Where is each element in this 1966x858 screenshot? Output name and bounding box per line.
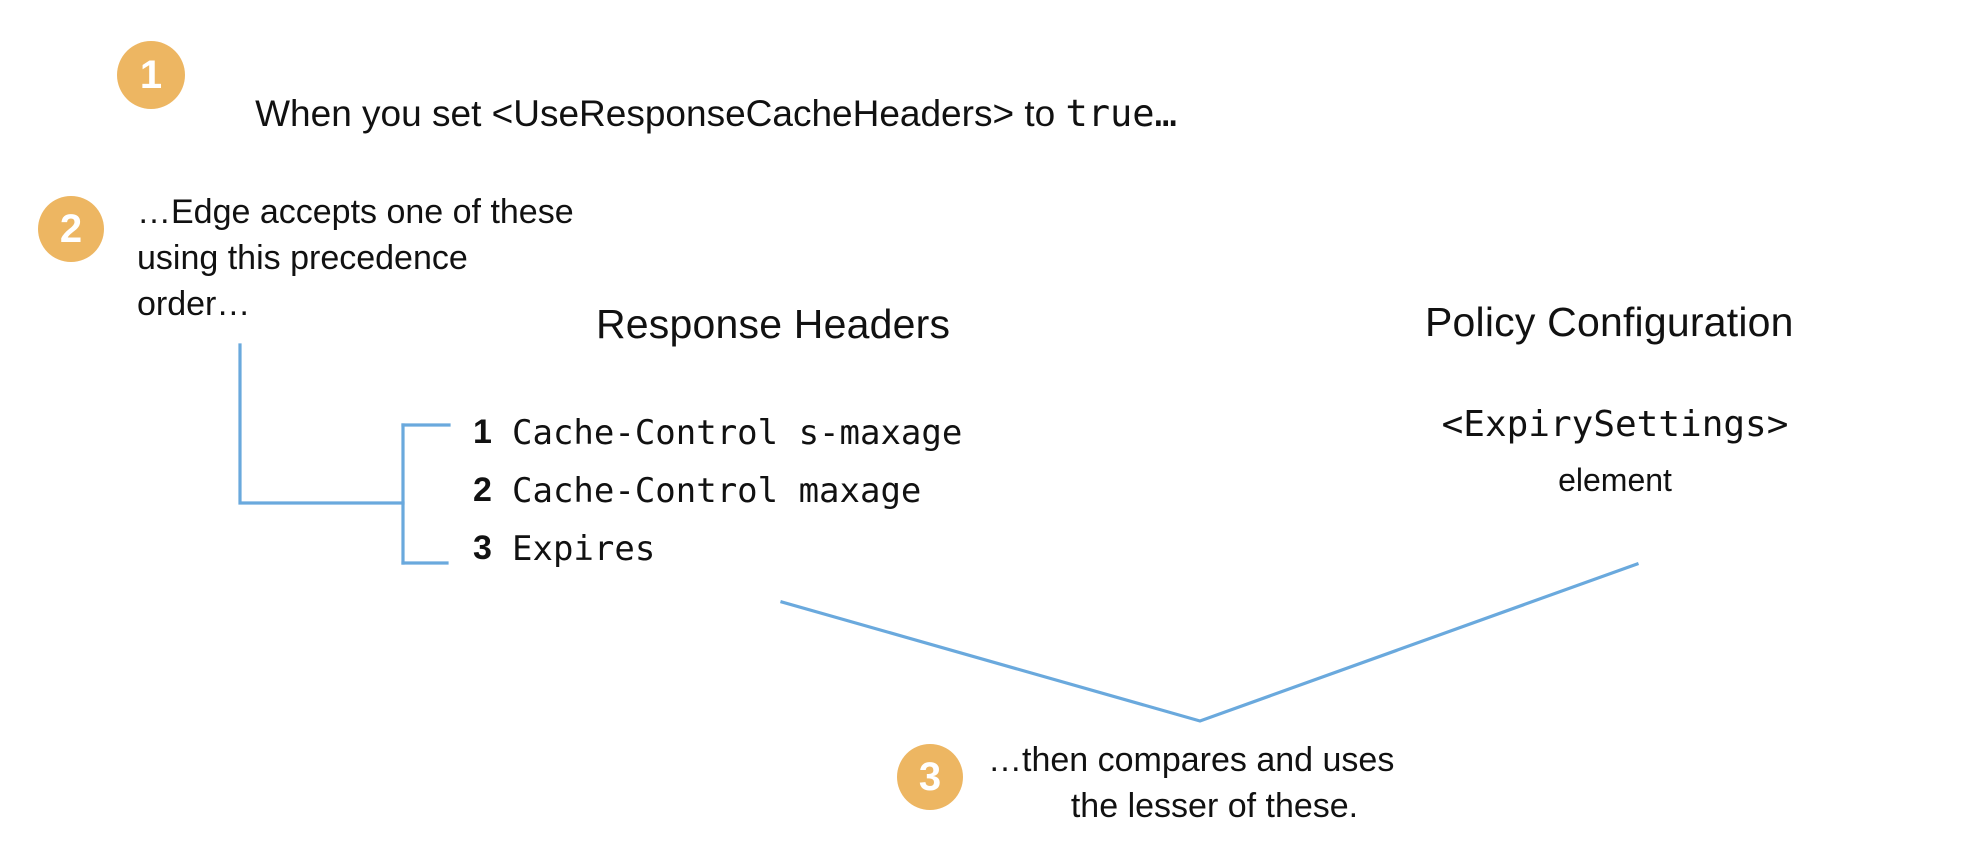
response-header-label-2: Cache-Control maxage xyxy=(512,471,922,511)
step-3-line-2: the lesser of these. xyxy=(1070,787,1359,825)
step-badge-1: 1 xyxy=(117,41,185,109)
step-badge-3: 3 xyxy=(897,744,963,810)
response-header-number-1: 1 xyxy=(473,413,492,451)
step-1-text-prefix: When you set <UseResponseCacheHeaders> t… xyxy=(255,92,1066,134)
response-header-number-3: 3 xyxy=(473,529,492,567)
policy-configuration-caption: element xyxy=(1558,462,1672,498)
step-2-line-3: order… xyxy=(137,285,251,323)
step-1-text: When you set <UseResponseCacheHeaders> t… xyxy=(214,48,1177,179)
step-badge-1-number: 1 xyxy=(139,53,163,97)
step-3-line-1: …then compares and uses xyxy=(988,741,1395,779)
step-2-line-1: …Edge accepts one of these xyxy=(137,193,574,231)
response-header-number-2: 2 xyxy=(473,471,492,509)
response-header-label-3: Expires xyxy=(512,529,656,569)
comparison-connector xyxy=(780,561,1640,723)
step-badge-2-number: 2 xyxy=(59,207,83,251)
policy-configuration-code: <ExpirySettings> xyxy=(1441,404,1789,445)
response-headers-title: Response Headers xyxy=(596,301,951,347)
precedence-bracket xyxy=(238,343,451,565)
step-1-code-value: true… xyxy=(1065,91,1177,135)
step-badge-2: 2 xyxy=(38,196,104,262)
policy-configuration-title: Policy Configuration xyxy=(1425,299,1794,345)
step-2-line-2: using this precedence xyxy=(137,239,468,277)
step-badge-3-number: 3 xyxy=(918,755,942,799)
step2-elbow-path xyxy=(238,343,405,505)
comparison-v-path xyxy=(780,561,1640,723)
response-header-label-1: Cache-Control s-maxage xyxy=(512,413,963,453)
